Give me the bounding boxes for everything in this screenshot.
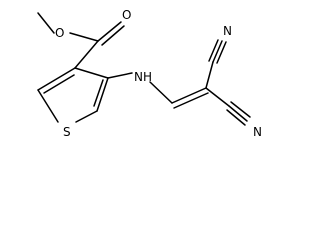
bond-sulfur-c5 — [75, 110, 98, 123]
bond-c2-sulfur — [37, 89, 59, 123]
bond-carbonyl-oxygen-1 — [97, 21, 122, 42]
bond-c4-c3 — [74, 67, 109, 79]
bottom-nitrile-nitrogen-label: N — [253, 125, 262, 139]
bond-top-nitrile-triple-3 — [208, 39, 219, 62]
bond-c3-c2 — [37, 67, 76, 91]
bond-ester-oxygen-methyl — [37, 12, 55, 34]
carbonyl-oxygen-label: O — [122, 8, 131, 22]
top-nitrile-nitrogen-label: N — [223, 24, 232, 38]
bond-to-top-nitrile — [205, 61, 214, 89]
bond-c4-amine — [107, 72, 133, 79]
bond-top-nitrile-triple-1 — [212, 40, 223, 63]
bond-carbonyl-ester-oxygen — [69, 32, 99, 42]
bond-to-bottom-nitrile — [205, 87, 230, 107]
thiophene-sulfur-label: S — [63, 125, 71, 139]
bond-c3-c2-inner — [43, 74, 75, 94]
bond-bottom-nitrile-triple-3 — [226, 109, 246, 126]
amine-nh-label: NH — [134, 70, 152, 84]
ester-oxygen-label: O — [55, 26, 64, 40]
chemical-structure-diagram: O O S NH N N — [37, 8, 262, 139]
bond-bottom-nitrile-triple-2 — [230, 101, 251, 118]
bond-c5-c4-inner — [93, 79, 104, 107]
bond-carbonyl-oxygen-2 — [101, 25, 125, 46]
bond-c3-carbonyl — [74, 40, 99, 69]
bond-vinyl-double-1 — [171, 87, 207, 104]
bond-vinyl-double-2 — [173, 92, 209, 109]
bond-amine-vinyl-carbon — [149, 81, 173, 104]
bond-bottom-nitrile-triple-1 — [228, 105, 248, 122]
bond-top-nitrile-triple-2 — [216, 41, 227, 64]
bond-c5-c4 — [96, 77, 109, 112]
